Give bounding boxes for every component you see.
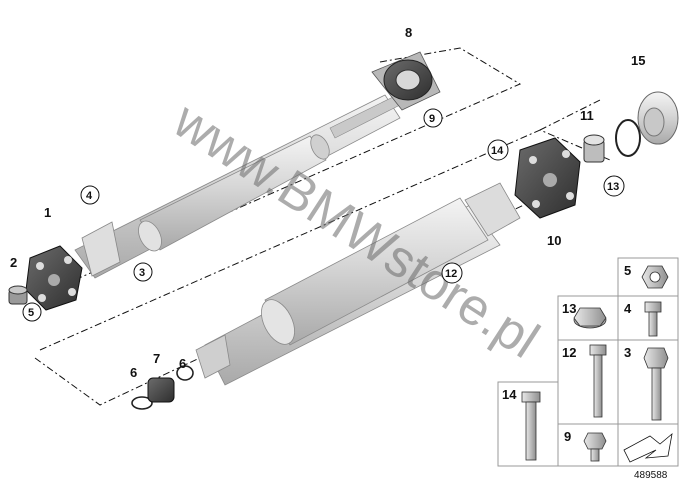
upper-drive-shaft <box>74 94 401 279</box>
diagram-number: 489588 <box>634 470 668 481</box>
centering-bushing <box>8 285 28 305</box>
callout-7: 7 <box>153 351 160 366</box>
direction-arrow-icon <box>623 432 673 463</box>
legend-label-14: 14 <box>502 387 517 402</box>
legend-label-3: 3 <box>624 345 631 360</box>
bushing-11 <box>583 134 605 163</box>
output-flange <box>615 91 679 157</box>
legend-hardware-art <box>521 265 673 463</box>
seal-parts <box>131 365 194 410</box>
callout-2: 2 <box>10 255 17 270</box>
callout-12: 12 <box>445 268 457 280</box>
callout-13: 13 <box>607 181 619 193</box>
flex-disc-rear <box>514 137 581 219</box>
center-bearing <box>371 51 441 111</box>
callout-8: 8 <box>405 25 412 40</box>
callout-5: 5 <box>28 307 34 319</box>
callout-14: 14 <box>491 145 504 157</box>
bolt-9-icon <box>583 432 607 450</box>
legend-label-13: 13 <box>562 301 576 316</box>
assembly-line-upper <box>39 47 522 296</box>
callout-10: 10 <box>547 233 561 248</box>
callout-9: 9 <box>429 113 435 125</box>
legend-labels: 5 13 4 12 3 14 9 <box>502 263 632 444</box>
lower-drive-shaft <box>195 182 521 386</box>
callout-3: 3 <box>139 267 145 279</box>
callout-15: 15 <box>631 53 645 68</box>
callout-numbers: 1 2 6 6 7 8 10 11 15 4 3 5 9 14 13 12 <box>10 25 645 380</box>
callout-6b: 6 <box>130 365 137 380</box>
bolt-14-icon <box>521 391 541 403</box>
callout-11: 11 <box>580 108 594 123</box>
bolt-4-icon <box>644 301 662 313</box>
flex-disc-front <box>25 245 83 311</box>
assembly-line-joint <box>539 99 601 131</box>
callout-6a: 6 <box>179 356 186 371</box>
legend-label-12: 12 <box>562 345 576 360</box>
legend-label-9: 9 <box>564 429 571 444</box>
callout-4: 4 <box>86 190 93 202</box>
callout-1: 1 <box>44 205 51 220</box>
bolt-3-icon <box>643 347 669 369</box>
legend-label-5: 5 <box>624 263 631 278</box>
bolt-12-icon <box>589 344 607 356</box>
legend-label-4: 4 <box>624 301 632 316</box>
